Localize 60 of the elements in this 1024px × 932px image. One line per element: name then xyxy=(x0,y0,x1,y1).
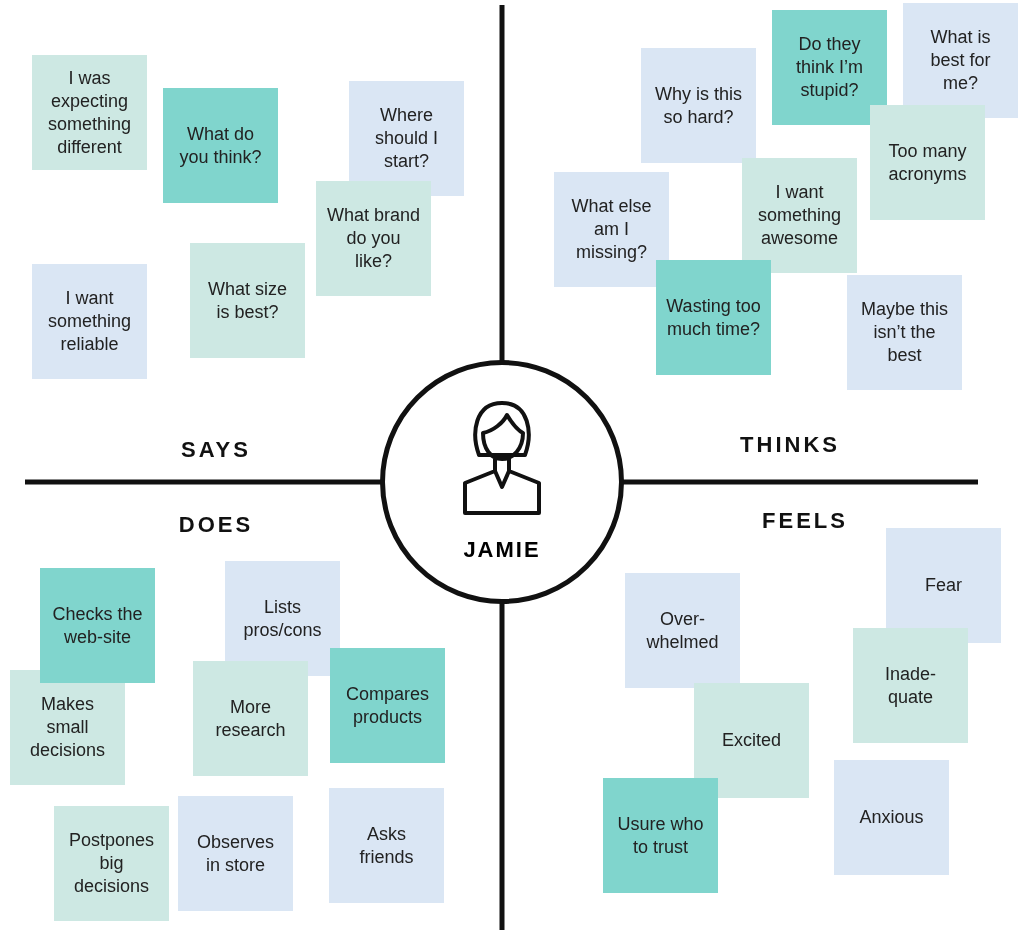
sticky-note xyxy=(853,628,968,743)
note-text: Asks friends xyxy=(358,822,415,869)
sticky-note xyxy=(54,806,169,921)
sticky-note xyxy=(330,648,445,763)
sticky-note xyxy=(554,172,669,287)
note-text: Fear xyxy=(925,574,962,597)
note-text: Usure who to trust xyxy=(616,812,705,859)
note-text: Checks the web-site xyxy=(51,602,144,649)
sticky-note xyxy=(32,264,147,379)
note-text: Why is this so hard? xyxy=(654,82,743,129)
note-text: More research xyxy=(214,695,287,742)
note-text: Where should I start? xyxy=(373,104,439,173)
sticky-note xyxy=(163,88,278,203)
note-text: Anxious xyxy=(859,806,924,829)
sticky-note xyxy=(903,3,1018,118)
sticky-note xyxy=(316,181,431,296)
sticky-note xyxy=(193,661,308,776)
note-text: I want something awesome xyxy=(756,181,843,250)
quadrant-heading: DOES xyxy=(178,512,254,538)
note-text: Over-whelmed xyxy=(645,607,720,654)
note-text: Lists pros/cons xyxy=(242,595,323,642)
note-text: Do they think I’m stupid? xyxy=(795,33,864,102)
sticky-note xyxy=(329,788,444,903)
sticky-note xyxy=(870,105,985,220)
note-text: Excited xyxy=(722,729,781,752)
note-text: Maybe this isn’t the best xyxy=(859,298,949,367)
sticky-note xyxy=(772,10,887,125)
sticky-note xyxy=(742,158,857,273)
note-text: Compares products xyxy=(345,682,430,729)
sticky-note xyxy=(641,48,756,163)
quadrant-heading: SAYS xyxy=(181,437,251,463)
sticky-note xyxy=(32,55,147,170)
note-text: Inade-quate xyxy=(883,662,937,709)
sticky-note xyxy=(40,568,155,683)
sticky-note xyxy=(349,81,464,196)
note-text: What else am I missing? xyxy=(570,195,653,264)
note-text: Makes small decisions xyxy=(28,693,106,762)
note-text: I want something reliable xyxy=(46,287,133,356)
note-text: What size is best? xyxy=(207,277,288,324)
sticky-note xyxy=(625,573,740,688)
note-text: What do you think? xyxy=(178,122,263,169)
sticky-note xyxy=(10,670,125,785)
sticky-note xyxy=(190,243,305,358)
note-text: Observes in store xyxy=(196,830,275,877)
sticky-note xyxy=(847,275,962,390)
note-text: What brand do you like? xyxy=(326,204,421,273)
quadrant-heading: FEELS xyxy=(762,508,848,534)
note-text: I was expecting something different xyxy=(46,66,133,159)
note-text: What is best for me? xyxy=(929,26,992,95)
sticky-note xyxy=(694,683,809,798)
note-text: Too many acronyms xyxy=(887,139,968,186)
note-text: Wasting too much time? xyxy=(666,294,761,341)
note-text: Postpones big decisions xyxy=(67,829,156,898)
sticky-note xyxy=(603,778,718,893)
sticky-note xyxy=(656,260,771,375)
quadrant-heading: THINKS xyxy=(740,432,840,458)
sticky-note xyxy=(834,760,949,875)
sticky-note xyxy=(886,528,1001,643)
sticky-note xyxy=(178,796,293,911)
persona-name: JAMIE xyxy=(463,537,541,563)
